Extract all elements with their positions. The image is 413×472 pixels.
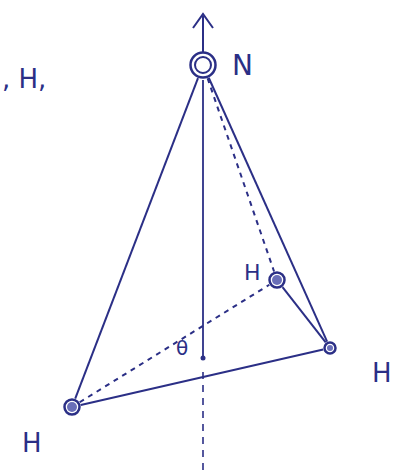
atom-node: H [268, 271, 286, 289]
atom-node: H [63, 398, 81, 416]
axis-line [202, 80, 204, 358]
axis-line [202, 16, 204, 52]
bond-line [209, 78, 327, 342]
bond-line [208, 78, 275, 271]
atom-circle [63, 398, 81, 416]
center-dot [201, 356, 206, 361]
angle-label: θ [176, 338, 188, 358]
atom-circle [323, 341, 337, 355]
axis-dashed [202, 372, 204, 472]
atom-circle [189, 51, 217, 79]
atom-label: H [244, 262, 261, 284]
axis-arrowhead [193, 14, 213, 28]
atom-label: H [372, 360, 392, 386]
formula-fragment: , H, [2, 66, 46, 92]
atom-node: N [189, 51, 217, 79]
atom-label: H [22, 430, 42, 456]
bond-line [80, 285, 270, 403]
atom-circle [268, 271, 286, 289]
atom-label: N [232, 52, 253, 80]
bond-line [283, 287, 326, 342]
atom-node: H [323, 341, 337, 355]
bond-line [81, 350, 323, 405]
bond-line [75, 78, 198, 399]
